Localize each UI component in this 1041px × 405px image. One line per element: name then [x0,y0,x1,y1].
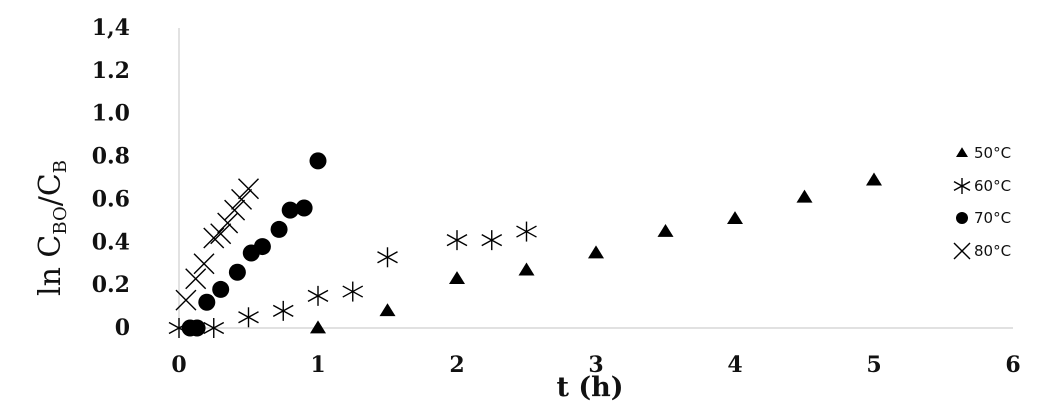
data-point [188,319,206,337]
data-point [307,285,329,306]
data-point [727,211,743,225]
legend-label: 60°C [974,177,1011,195]
y-tick-label: 1.0 [92,101,130,127]
x-tick-label: 4 [727,352,742,378]
data-point [446,230,468,251]
data-point [518,262,535,276]
legend: 50°C 60°C 70°C 80°C [953,144,1011,260]
data-point [203,318,225,338]
data-point [449,271,465,285]
y-tick-label: 0.4 [92,229,130,255]
legend-marker [953,178,971,194]
series-0 [310,172,882,334]
x-tick-label: 3 [588,352,603,378]
series-3 [175,178,259,311]
data-marks [168,152,882,338]
data-point [281,201,299,219]
data-point [309,152,327,170]
y-tick-label: 0.8 [92,144,130,170]
x-tick-label: 1 [310,352,325,378]
data-point [231,188,253,210]
y-axis-title: ln CBO/CB [33,160,71,296]
x-tick-labels: 0 1 2 3 4 5 6 [171,352,1020,378]
data-point [228,263,246,281]
data-point [516,221,537,242]
data-point [796,189,813,203]
axes [178,28,1013,329]
data-point [253,238,271,256]
data-point [175,289,197,311]
y-tick-label: 0.6 [92,186,130,212]
data-point [342,281,364,302]
data-point [193,253,215,275]
y-title-mid: /C [33,173,68,206]
data-point [377,247,398,268]
data-point [210,223,232,245]
data-point [185,268,207,290]
data-point [588,245,604,259]
y-title-sub2: B [50,160,71,173]
y-tick-label: 0.2 [92,272,130,298]
data-point [379,303,396,317]
data-point [481,230,503,251]
data-point [866,172,882,186]
data-point [224,199,246,221]
data-point [270,220,288,238]
legend-label: 70°C [974,209,1011,227]
x-tick-label: 5 [866,352,881,378]
data-point [657,223,674,237]
data-point [238,307,259,328]
x-tick-label: 6 [1005,352,1020,378]
data-point [272,300,294,321]
legend-marker [956,147,968,157]
y-tick-label: 1.2 [92,58,130,84]
x-tick-label: 2 [449,352,464,378]
y-title-sub1: BO [50,206,71,234]
x-axis-title: t (h) [556,372,623,403]
legend-label: 50°C [974,144,1011,162]
x-tick-label: 0 [171,352,186,378]
data-point [203,227,225,249]
data-point [198,293,216,311]
y-tick-label: 1,4 [92,15,130,41]
data-point [217,212,239,234]
data-point [212,280,230,298]
series-2 [181,152,327,337]
legend-marker [953,242,971,260]
y-title-prefix: ln C [33,235,68,296]
data-point [238,178,259,200]
legend-marker [956,212,968,224]
y-tick-label: 0 [115,315,130,341]
series-1 [168,221,537,338]
data-point [295,199,313,217]
y-tick-labels: 0 0.2 0.4 0.6 0.8 1.0 1.2 1,4 [92,15,130,341]
data-point [310,320,326,334]
legend-label: 80°C [974,242,1011,260]
